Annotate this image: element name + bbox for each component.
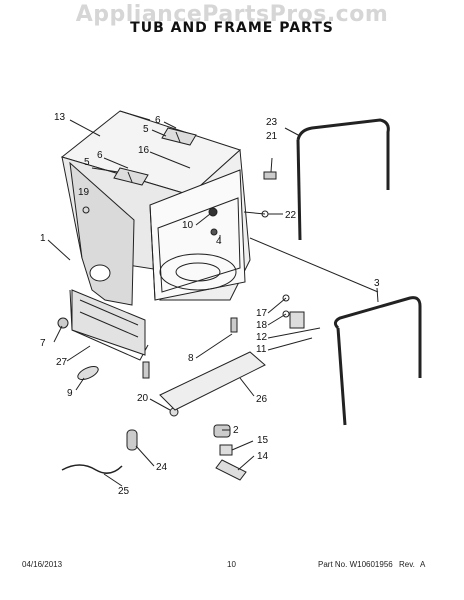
mount-14	[215, 459, 247, 481]
leveling-foot-7	[57, 317, 69, 329]
tub-bottom-seal	[333, 296, 422, 426]
callout-20: 20	[137, 393, 149, 404]
callout-22: 22	[285, 210, 297, 221]
heat-shield	[159, 351, 266, 411]
bracket-15	[219, 444, 233, 456]
callout-14: 14	[257, 451, 269, 462]
callout-9: 9	[67, 388, 73, 399]
wire-harness-25	[61, 464, 123, 474]
callout-11: 11	[256, 344, 267, 355]
fastener-10	[208, 207, 218, 217]
footer-rev-value: A	[420, 560, 426, 569]
mounting-bracket-lower	[113, 167, 149, 186]
callout-2: 2	[233, 425, 239, 436]
callout-23: 23	[266, 117, 278, 128]
callout-26: 26	[256, 394, 268, 405]
leveling-leg-8	[230, 317, 238, 333]
footer-page-number: 10	[227, 560, 236, 569]
callout-3: 3	[374, 278, 380, 289]
vent-clip	[263, 171, 277, 180]
callout-18: 18	[256, 320, 268, 331]
callout-8: 8	[188, 353, 194, 364]
tub-assembly	[60, 110, 251, 361]
switch-2	[213, 424, 231, 438]
footer-part-number: Part No. W10601956	[318, 560, 393, 569]
leveling-leg-rear	[142, 361, 150, 379]
screw-18	[282, 310, 290, 318]
callout-15: 15	[257, 435, 269, 446]
callout-24: 24	[156, 462, 168, 473]
watermark-text: AppliancePartsPros.com	[75, 2, 389, 27]
callout-1: 1	[40, 233, 46, 244]
callout-7: 7	[40, 338, 46, 349]
door-gasket	[296, 118, 390, 190]
callout-19: 19	[78, 187, 90, 198]
callout-17: 17	[256, 308, 268, 319]
callout-6-lower: 6	[97, 150, 103, 161]
callout-27: 27	[56, 357, 68, 368]
callout-10: 10	[182, 220, 194, 231]
callout-25: 25	[118, 486, 130, 497]
callout-16: 16	[138, 145, 150, 156]
screw-19	[82, 206, 90, 214]
screw-17	[282, 294, 290, 302]
page-title: TUB AND FRAME PARTS	[130, 20, 334, 36]
callout-12: 12	[256, 332, 268, 343]
spacer-9	[77, 366, 99, 380]
leveling-bracket	[289, 311, 305, 329]
callout-6-upper: 6	[155, 115, 161, 126]
fastener-4	[210, 228, 218, 236]
callout-13: 13	[54, 112, 66, 123]
callout-5-lower: 5	[84, 157, 90, 168]
footer-date: 04/16/2013	[22, 560, 63, 569]
footer-rev-label: Rev.	[399, 560, 415, 569]
callout-4: 4	[216, 236, 222, 247]
grommet-24	[126, 429, 138, 451]
callout-21: 21	[266, 131, 278, 142]
callout-5-upper: 5	[143, 124, 149, 135]
